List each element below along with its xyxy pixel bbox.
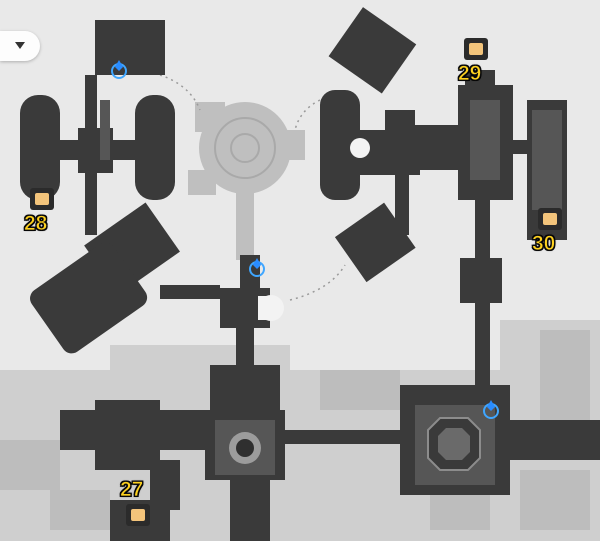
puzzle-icon: [30, 188, 54, 210]
marker-28[interactable]: 28: [24, 188, 56, 248]
chevron-down-icon: [15, 42, 25, 49]
puzzle-icon: [538, 208, 562, 230]
marker-label: 29: [458, 62, 482, 86]
marker-label: 30: [532, 232, 556, 256]
teleport-anchor-icon: [483, 400, 499, 419]
teleport-anchor[interactable]: [480, 398, 502, 420]
marker-29[interactable]: 29: [458, 38, 490, 98]
marker-30[interactable]: 30: [532, 208, 564, 268]
teleport-anchor-icon: [249, 258, 265, 277]
floor-dropdown-button[interactable]: [0, 31, 40, 61]
teleport-anchor[interactable]: [108, 58, 130, 80]
marker-label: 27: [120, 478, 144, 502]
marker-27[interactable]: 27: [120, 478, 152, 538]
puzzle-icon: [464, 38, 488, 60]
central-plaza: [188, 102, 305, 260]
teleport-anchor[interactable]: [246, 256, 268, 278]
marker-label: 28: [24, 212, 48, 236]
background-detail: [0, 330, 590, 530]
puzzle-icon: [126, 504, 150, 526]
teleport-anchor-icon: [111, 60, 127, 79]
